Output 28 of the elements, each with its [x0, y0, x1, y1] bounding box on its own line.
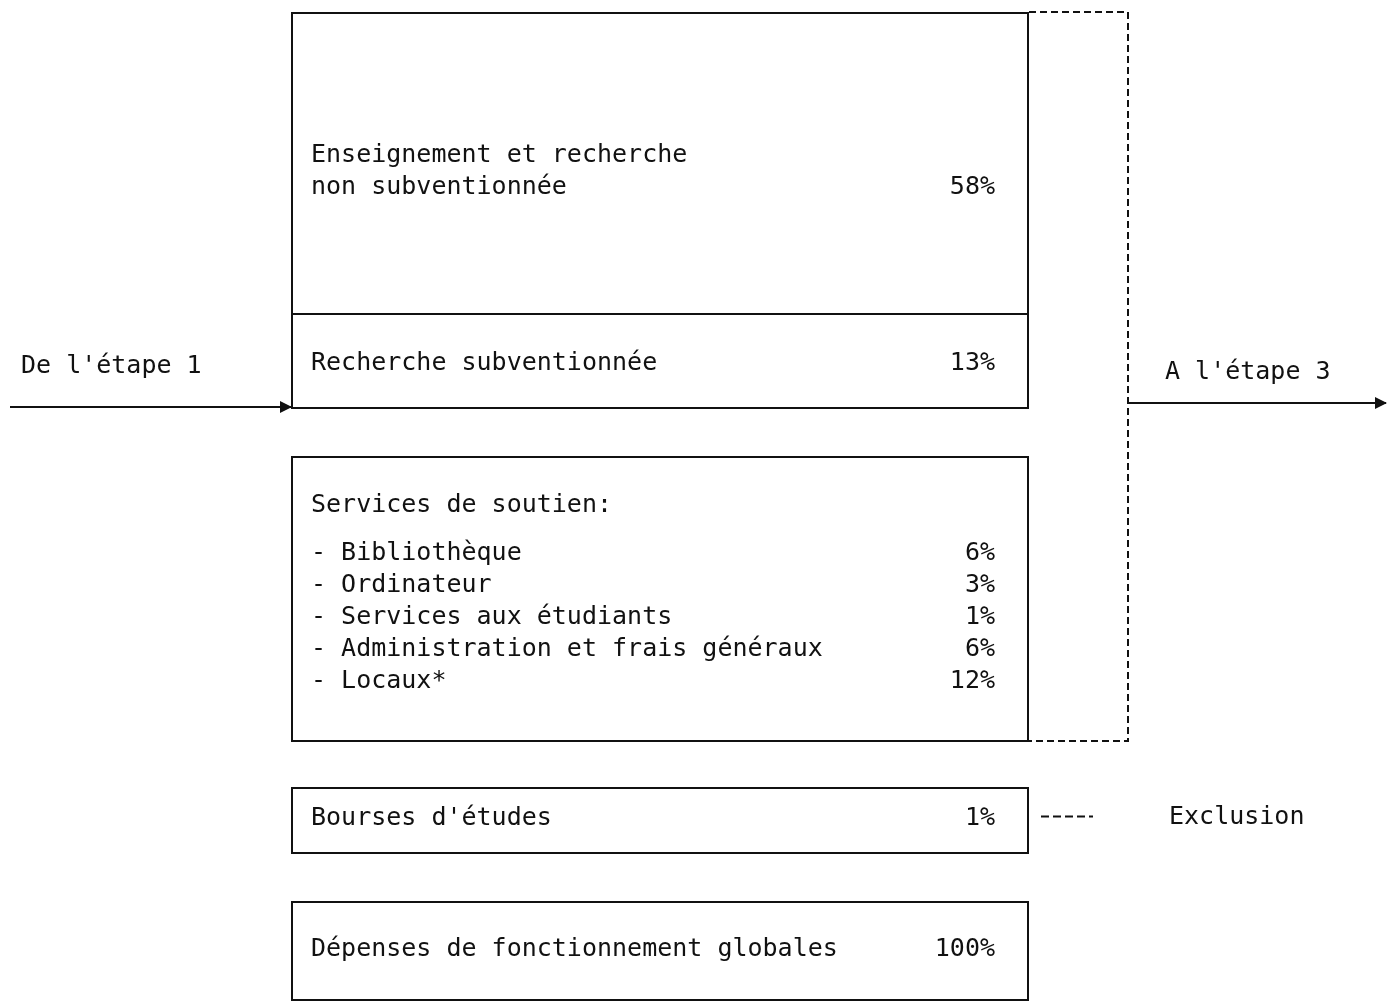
- category-label: - Bibliothèque: [311, 536, 522, 568]
- percentage: 6%: [964, 632, 995, 664]
- category-label: Dépenses de fonctionnement globales: [311, 932, 838, 964]
- total-box: [291, 901, 1029, 1001]
- category-label: Enseignement et recherche non subventionnée: [311, 138, 689, 202]
- cost-box: [291, 12, 1029, 315]
- percentage: 13%: [949, 346, 995, 378]
- category-label: - Services aux étudiants: [311, 600, 673, 632]
- percentage: 1%: [964, 801, 995, 833]
- category-label: - Administration et frais généraux: [311, 632, 823, 664]
- percentage: 1%: [964, 600, 995, 632]
- category-label: Recherche subventionnée: [311, 346, 658, 378]
- connector-line: [1040, 815, 1094, 818]
- percentage: 12%: [949, 664, 995, 696]
- percentage: 58%: [949, 170, 995, 202]
- exclusion-text: Exclusion: [1169, 800, 1305, 832]
- percentage: 6%: [964, 536, 995, 568]
- category-label: - Locaux*: [311, 664, 447, 696]
- arrow: [1128, 397, 1387, 409]
- box-heading: Services de soutien:: [311, 488, 613, 520]
- category-label: - Ordinateur: [311, 568, 492, 600]
- percentage: 3%: [964, 568, 995, 600]
- arrow: [9, 401, 292, 413]
- cost-box: [291, 313, 1029, 409]
- cost-box: [291, 456, 1029, 742]
- category-label: Bourses d'études: [311, 801, 552, 833]
- percentage: 100%: [934, 932, 995, 964]
- cost-box: [291, 787, 1029, 854]
